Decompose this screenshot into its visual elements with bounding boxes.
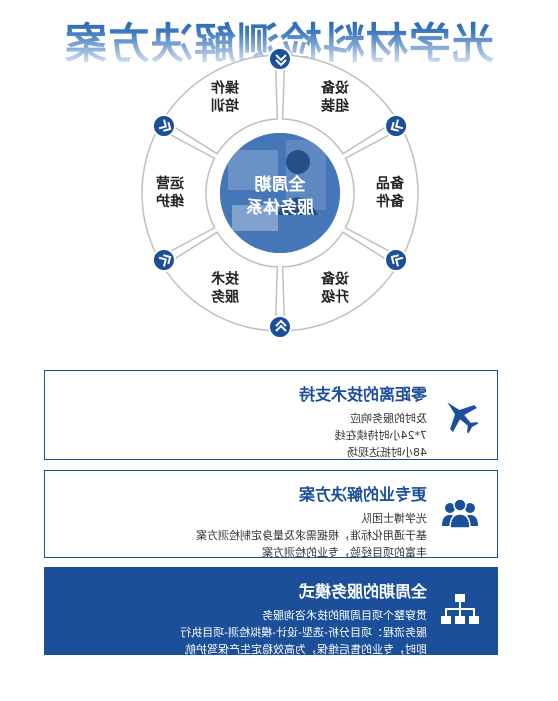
cycle-arrows [151,47,409,339]
chevron-arrow-glyph [275,54,287,67]
cycle-segment-label: 技术 [211,270,239,287]
card-title: 更专业的解决方案 [298,485,427,504]
card-line: 及时的服务响应 [350,412,427,425]
card-line: 贯穿整个项目周期的技术咨询服务 [262,609,427,622]
chevron-arrow-glyph [390,119,404,132]
center-title-line2: 服务体系 [246,197,314,218]
center-title-line1: 全周期 [255,174,307,195]
cycle-segment-label: 维护 [156,193,184,210]
cycle-segment-label: 设备 [320,270,349,287]
cycle-segment-label: 设备 [320,80,349,97]
card-line: 光学博士团队 [361,512,427,525]
chevron-arrow-glyph [158,119,172,132]
cycle-segment-label: 操作 [211,80,239,97]
cycle-segment-label: 备品 [376,175,405,192]
card-title: 零距离的技术支持 [298,385,427,404]
airplane-icon [447,402,479,434]
card-tech-support: 零距离的技术支持 及时的服务响应 7*24小时持续在线 48小时抵达现场 [44,370,498,460]
cycle-segment-label: 运营 [156,175,184,192]
card-line: 基于通用化标准，根据需求及量身定制检测方案 [196,529,427,542]
cycle-segment-label: 备件 [376,193,405,210]
cycle-segment [141,127,216,259]
cycle-segment-label: 培训 [211,98,239,115]
cycle-segment-label: 组装 [320,98,349,115]
card-line: 7*24小时持续在线 [334,429,428,442]
org-chart-icon [441,594,479,624]
center-photo [220,133,340,253]
chevron-arrow-glyph [390,254,404,267]
card-line: 丰富的项目经验，专业的检测方案 [262,546,427,559]
card-title: 全周期的服务模式 [298,582,427,601]
card-line: 服务流程：项目分析-选型-设计-模拟检测-项目执行 [180,626,427,639]
card-lifecycle: 全周期的服务模式 贯穿整个项目周期的技术咨询服务 服务流程：项目分析-选型-设计… [44,567,498,656]
cycle-segment-label: 服务 [210,288,239,305]
cycle-segment [344,127,419,259]
card-solution: 更专业的解决方案 光学博士团队 基于通用化标准，根据需求及量身定制检测方案 丰富… [44,470,498,559]
chevron-arrow-glyph [275,319,287,332]
chevron-arrow-glyph [158,254,172,267]
team-icon [442,498,478,529]
card-line: 48小时抵达现场 [347,446,427,459]
center-disc: 全周期 服务体系 [220,133,340,253]
cycle-segment-label: 升级 [320,288,349,305]
card-line: 即时，专业的售后维保，为高效稳定生产保驾护航 [185,643,427,656]
